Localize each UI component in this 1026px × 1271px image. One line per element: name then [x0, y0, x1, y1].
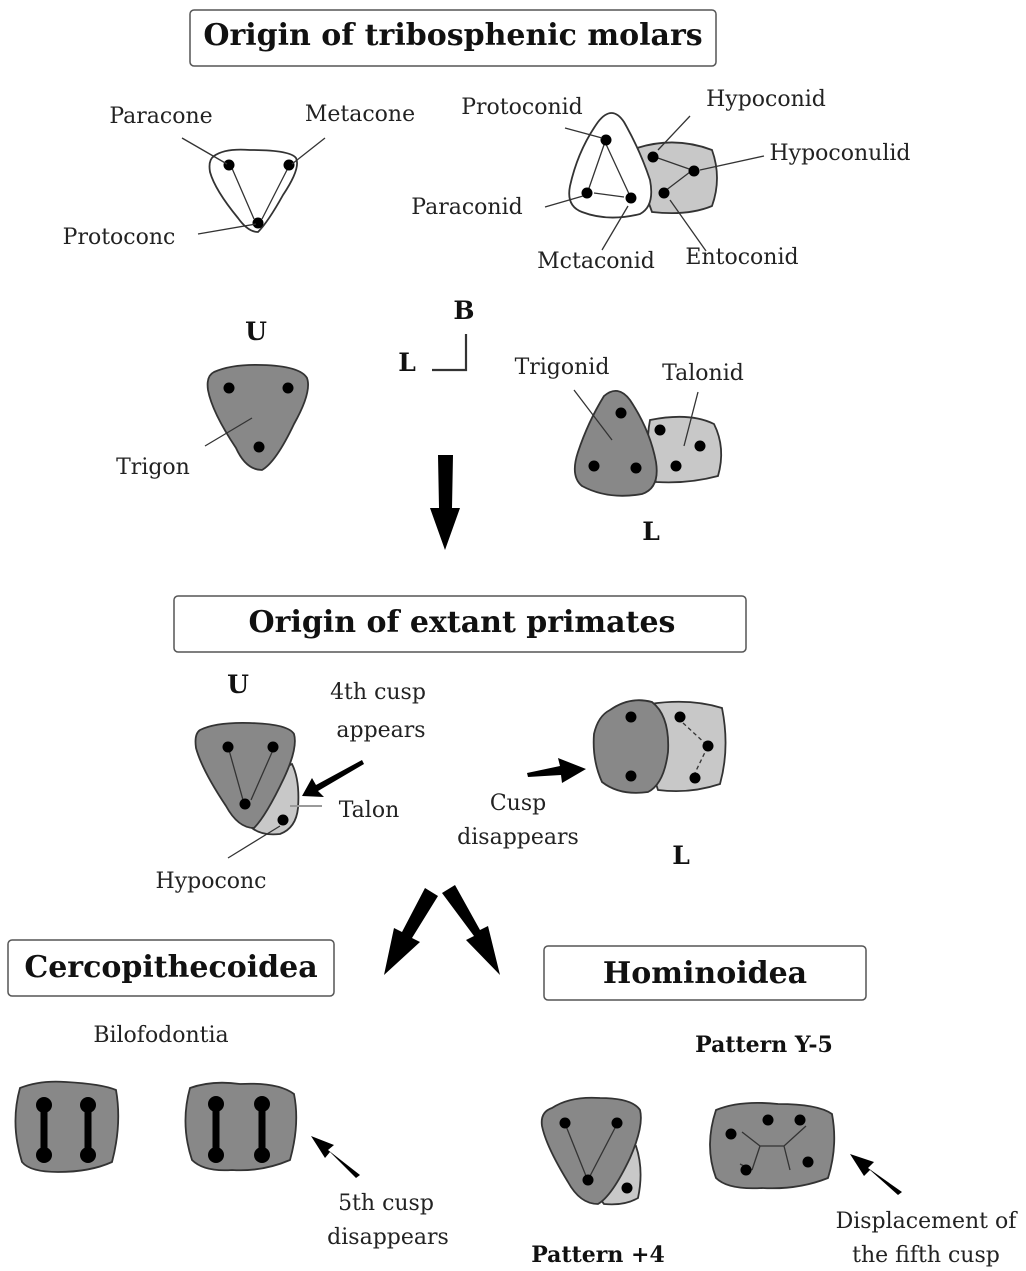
trigon-cusp-paracone: [224, 383, 235, 394]
paraconid-cusp: [582, 188, 593, 199]
bilofodont-cusp-3: [36, 1147, 52, 1163]
metaconid-cusp: [626, 193, 637, 204]
y5-cusp-3: [795, 1115, 806, 1126]
bilofodont-molars: Bilofodontia 5th cusp disappears: [15, 1023, 448, 1250]
hominoid-molars: Pattern Y-5 Pattern +4 Displacement of t…: [531, 1032, 1018, 1268]
y5-cusp-5: [803, 1157, 814, 1168]
label-fifth-cusp-2: disappears: [327, 1225, 449, 1250]
pattern4-cusp-4: [622, 1183, 633, 1194]
down-arrow: [430, 455, 460, 550]
talonid-cusp-3: [671, 461, 682, 472]
label-metaconid: Mctaconid: [537, 249, 655, 274]
upper-trigon-molar: U Trigon: [116, 317, 308, 480]
label-fourth-cusp-2: appears: [336, 718, 425, 743]
label-protocone: Protoconc: [63, 225, 176, 250]
pattern4-cusp-2: [612, 1118, 623, 1129]
bilofodont-cusp-1: [36, 1097, 52, 1113]
trigon-cusp-protocone: [254, 442, 265, 453]
label-hypoconulid: Hypoconulid: [769, 141, 910, 166]
label-lower-jaw-extant: L: [672, 841, 690, 870]
protoconid-cusp: [601, 135, 612, 146]
label-hypocone: Hypoconc: [156, 869, 267, 894]
bilofodont-cusp-2: [80, 1097, 96, 1113]
bilofodont-lower-cusp-1: [208, 1096, 224, 1112]
title-box-hominoidea: Hominoidea: [544, 946, 866, 1000]
trigonid-cusp-1: [616, 408, 627, 419]
label-paracone: Paracone: [109, 104, 212, 129]
diverging-arrows: [384, 885, 500, 975]
extant-paracone: [223, 742, 234, 753]
label-trigon: Trigon: [116, 455, 190, 480]
label-talon: Talon: [339, 798, 400, 823]
label-paraconid: Paraconid: [411, 195, 522, 220]
talonid-cusp-1: [655, 425, 666, 436]
hypoconulid-cusp: [689, 166, 700, 177]
extant-lower-cusp-3: [675, 712, 686, 723]
lower-trigonid-talonid-molar: Trigonid Talonid L: [515, 355, 744, 546]
title-box-cercopithecoidea: Cercopithecoidea: [8, 940, 334, 996]
label-lower-jaw-top: L: [642, 517, 660, 546]
bilofodont-lower-cusp-3: [208, 1147, 224, 1163]
extant-metacone: [268, 742, 279, 753]
lower-tribosphenic-molar: Protoconid Hypoconid Hypoconulid Paracon…: [411, 87, 910, 274]
extant-lower-cusp-1: [626, 712, 637, 723]
label-upper-jaw-extant: U: [227, 670, 249, 699]
bilofodont-cusp-4: [80, 1147, 96, 1163]
extant-protocone: [240, 799, 251, 810]
hypoconid-cusp: [648, 152, 659, 163]
trigon-cusp-metacone: [283, 383, 294, 394]
pattern4-cusp-1: [560, 1118, 571, 1129]
y5-cusp-4: [741, 1165, 752, 1176]
protocone-cusp: [253, 218, 264, 229]
label-fourth-cusp-1: 4th cusp: [330, 680, 426, 705]
extant-lower-cusp-4: [703, 741, 714, 752]
label-cusp-1: Cusp: [490, 791, 546, 816]
label-trigonid: Trigonid: [515, 355, 610, 380]
extant-hypocone: [278, 815, 289, 826]
bilofodont-lower-cusp-2: [254, 1096, 270, 1112]
label-upper-jaw-top: U: [245, 317, 267, 346]
label-entoconid: Entoconid: [685, 245, 798, 270]
title-box-extant-primates: Origin of extant primates: [174, 596, 746, 652]
bilofodont-lower-cusp-4: [254, 1147, 270, 1163]
label-buccal: B: [453, 296, 474, 325]
label-pattern-y5: Pattern Y-5: [695, 1032, 833, 1058]
label-metacone: Metacone: [305, 102, 415, 127]
orientation-marker: B L: [398, 296, 474, 377]
metacone-cusp: [284, 160, 295, 171]
title-cercopithecoidea: Cercopithecoidea: [24, 950, 317, 985]
label-bilofodontia: Bilofodontia: [93, 1023, 228, 1048]
label-fifth-cusp-1: 5th cusp: [338, 1191, 434, 1216]
extant-lower-molar: Cusp disappears L: [457, 700, 725, 870]
y5-cusp-1: [726, 1129, 737, 1140]
pattern4-cusp-3: [583, 1175, 594, 1186]
label-lingual: L: [398, 348, 416, 377]
trigonid-cusp-3: [631, 463, 642, 474]
label-hypoconid: Hypoconid: [706, 87, 826, 112]
label-cusp-2: disappears: [457, 825, 579, 850]
label-protoconid: Protoconid: [461, 95, 583, 120]
extant-upper-molar: U 4th cusp appears Talon Hypoconc: [156, 670, 426, 894]
title-box-tribosphenic: Origin of tribosphenic molars: [190, 10, 716, 66]
trigonid-cusp-2: [589, 461, 600, 472]
extant-lower-cusp-2: [626, 771, 637, 782]
entoconid-cusp: [659, 188, 670, 199]
upper-tribosphenic-molar: Paracone Metacone Protoconc: [63, 102, 415, 250]
title-hominoidea: Hominoidea: [603, 956, 807, 991]
label-displacement-1: Displacement of: [836, 1209, 1019, 1234]
label-talonid: Talonid: [662, 361, 744, 386]
y5-cusp-2: [763, 1115, 774, 1126]
extant-lower-cusp-5: [690, 773, 701, 784]
title-extant-primates: Origin of extant primates: [249, 605, 676, 640]
paracone-cusp: [224, 160, 235, 171]
label-pattern-4: Pattern +4: [531, 1242, 665, 1268]
talonid-cusp-2: [695, 441, 706, 452]
title-tribosphenic: Origin of tribosphenic molars: [203, 18, 702, 53]
label-displacement-2: the fifth cusp: [852, 1243, 1000, 1268]
